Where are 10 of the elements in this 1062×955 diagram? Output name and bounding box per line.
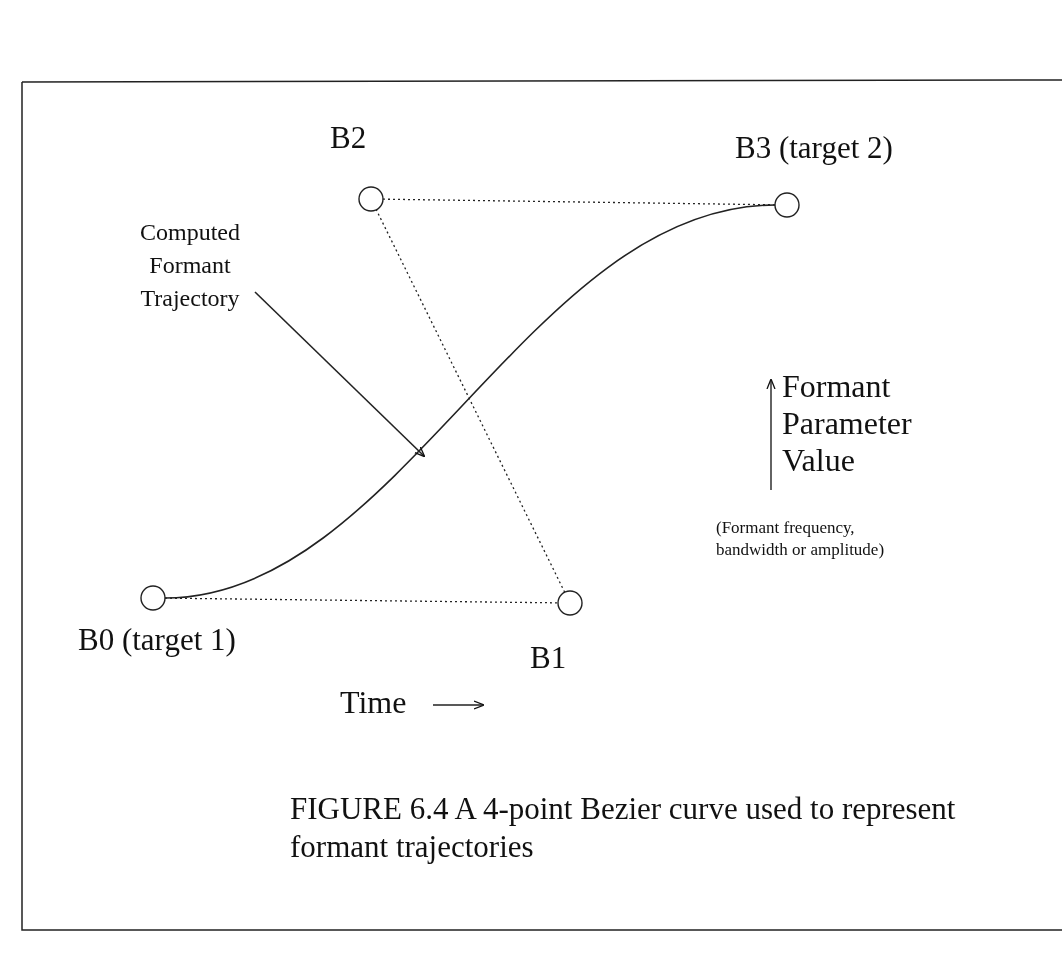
point-label: B0 (target 1) bbox=[78, 622, 236, 658]
leader-line bbox=[254, 291, 426, 458]
point-label: B1 bbox=[530, 640, 567, 676]
axis-note: (Formant frequency, bandwidth or amplitude) bbox=[716, 517, 886, 561]
axis-label: Time bbox=[340, 683, 408, 722]
figure-caption: FIGURE 6.4 A 4-point Bezier curve used to represent formant trajectories bbox=[290, 790, 957, 866]
callout-text: Computed Formant Trajectory bbox=[139, 218, 241, 313]
point-label: B3 (target 2) bbox=[735, 130, 893, 166]
point-label: B2 bbox=[330, 120, 367, 156]
axis-label: Formant Parameter Value bbox=[782, 368, 913, 479]
